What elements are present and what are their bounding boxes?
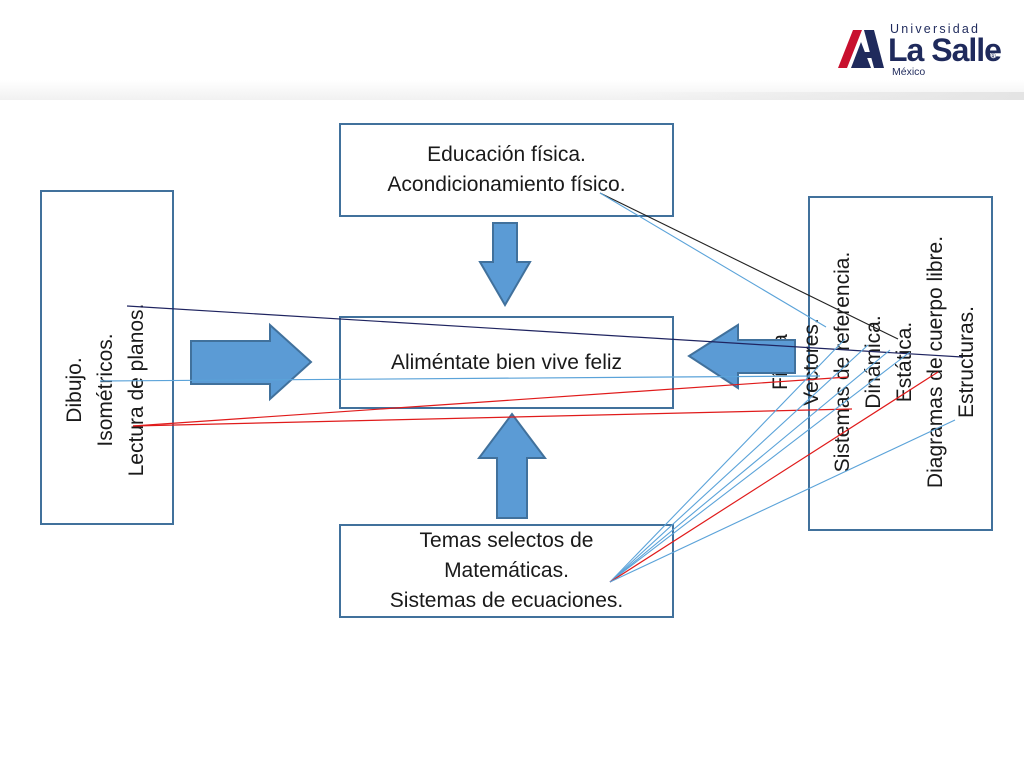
university-logo: Universidad La Salle ® México — [836, 22, 1008, 78]
top-box-line-2: Acondicionamiento físico. — [387, 173, 626, 196]
up-arrow — [477, 412, 547, 519]
bottom-box-line-2: Matemáticas. — [444, 559, 569, 582]
logo-mexico: México — [892, 66, 926, 78]
logo-la-salle: La Salle — [888, 32, 1002, 68]
logo-universidad: Universidad — [890, 22, 981, 36]
bottom-box-line-3: Sistemas de ecuaciones. — [389, 589, 624, 612]
la-salle-emblem-icon — [838, 30, 884, 68]
header-shadow — [620, 92, 1024, 100]
right-arrow — [190, 322, 313, 402]
left-arrow — [687, 323, 796, 390]
down-arrow — [478, 222, 532, 307]
bottom-box-line-1: Temas selectos de — [419, 529, 594, 552]
logo-registered-mark: ® — [990, 52, 996, 61]
top-box-line-1: Educación física. — [427, 143, 586, 166]
